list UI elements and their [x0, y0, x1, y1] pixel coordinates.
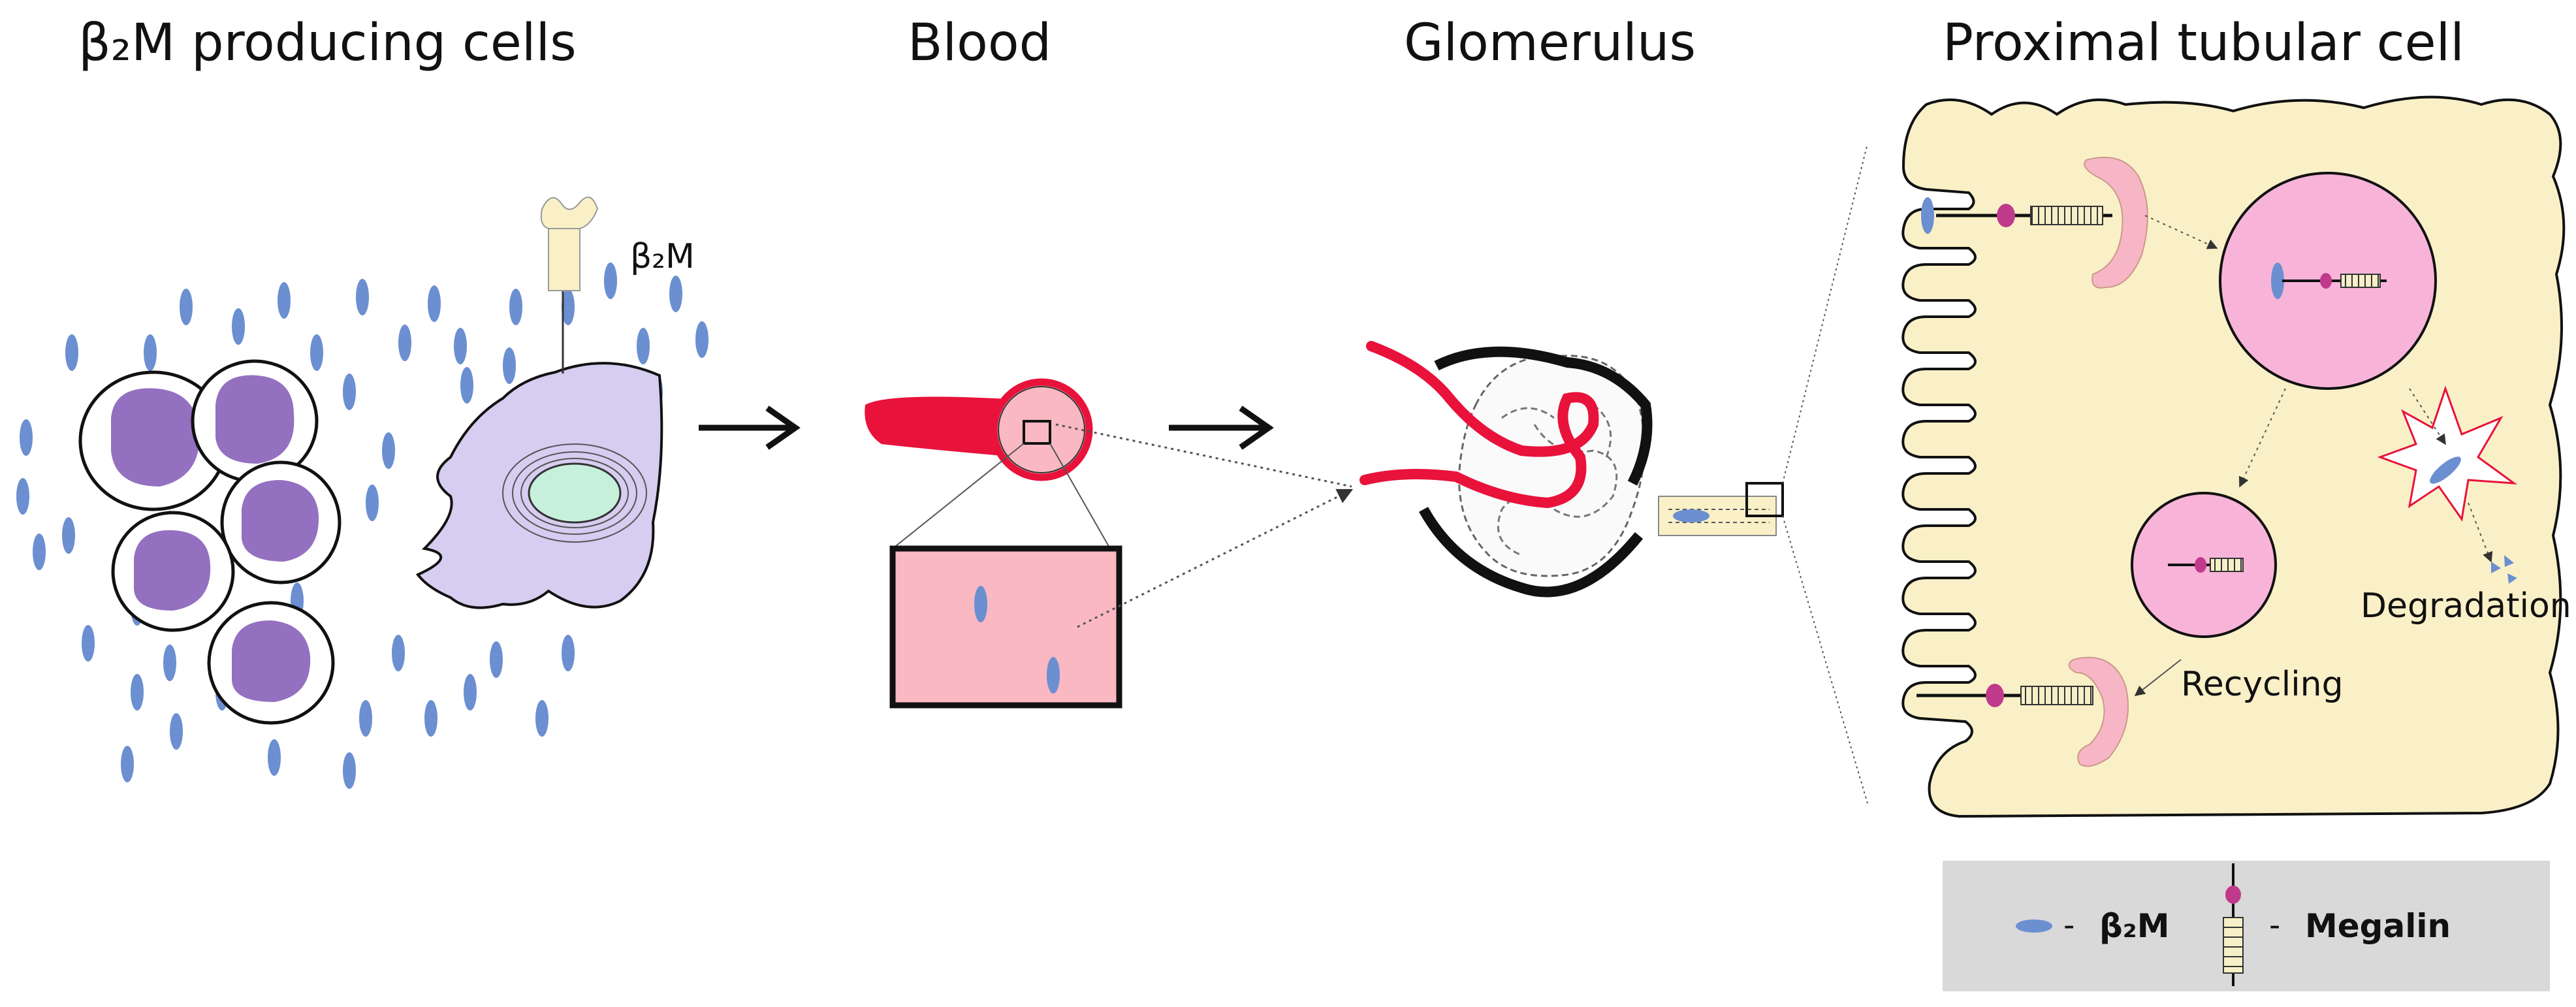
blood-zoom-box: [889, 545, 1122, 709]
pathway-arrows: [2134, 215, 2493, 696]
megalin-bound-b2m-top: [1921, 156, 2148, 289]
legend-b2m-label: β₂M: [2099, 907, 2169, 945]
title-producing-cells: β₂M producing cells: [78, 14, 577, 72]
lymphocyte-cells: [78, 359, 342, 725]
lysosome-degradation: [2377, 385, 2518, 584]
b2m-producing-cell: [415, 197, 663, 609]
arrow-to-blood: [699, 406, 801, 450]
endosome-top: [2219, 172, 2437, 390]
legend-megalin-dash: -: [2269, 907, 2280, 944]
zoom-line-tubule-bottom: [1782, 515, 1868, 804]
legend-b2m-dash: -: [2063, 907, 2075, 944]
dotted-link-blood-glomerulus: [1055, 423, 1352, 488]
endosome-recycling: [2131, 492, 2277, 638]
legend-megalin-label: Megalin: [2305, 907, 2451, 945]
zoom-line-right: [1049, 443, 1111, 549]
b2m-secreted-label: β₂M: [630, 237, 695, 276]
arrow-to-glomerulus: [1169, 406, 1274, 450]
title-proximal-tubular-cell: Proximal tubular cell: [1943, 14, 2464, 72]
megalin-recycled-bottom: [1916, 656, 2129, 767]
zoom-line-tubule-top: [1782, 143, 1868, 484]
degradation-label: Degradation: [2361, 586, 2571, 626]
recycling-label: Recycling: [2181, 665, 2344, 704]
title-blood: Blood: [908, 14, 1051, 72]
legend: - β₂M - Megalin: [1943, 861, 2550, 991]
title-glomerulus: Glomerulus: [1404, 14, 1696, 72]
dotted-link-box-glomerulus: [1077, 488, 1354, 628]
legend-b2m-icon: [2016, 919, 2052, 933]
glomerulus-illustration: [1360, 341, 1784, 598]
zoom-line-left: [892, 443, 1025, 549]
blood-vessel: [865, 378, 1093, 481]
legend-megalin-icon: [2223, 863, 2244, 986]
